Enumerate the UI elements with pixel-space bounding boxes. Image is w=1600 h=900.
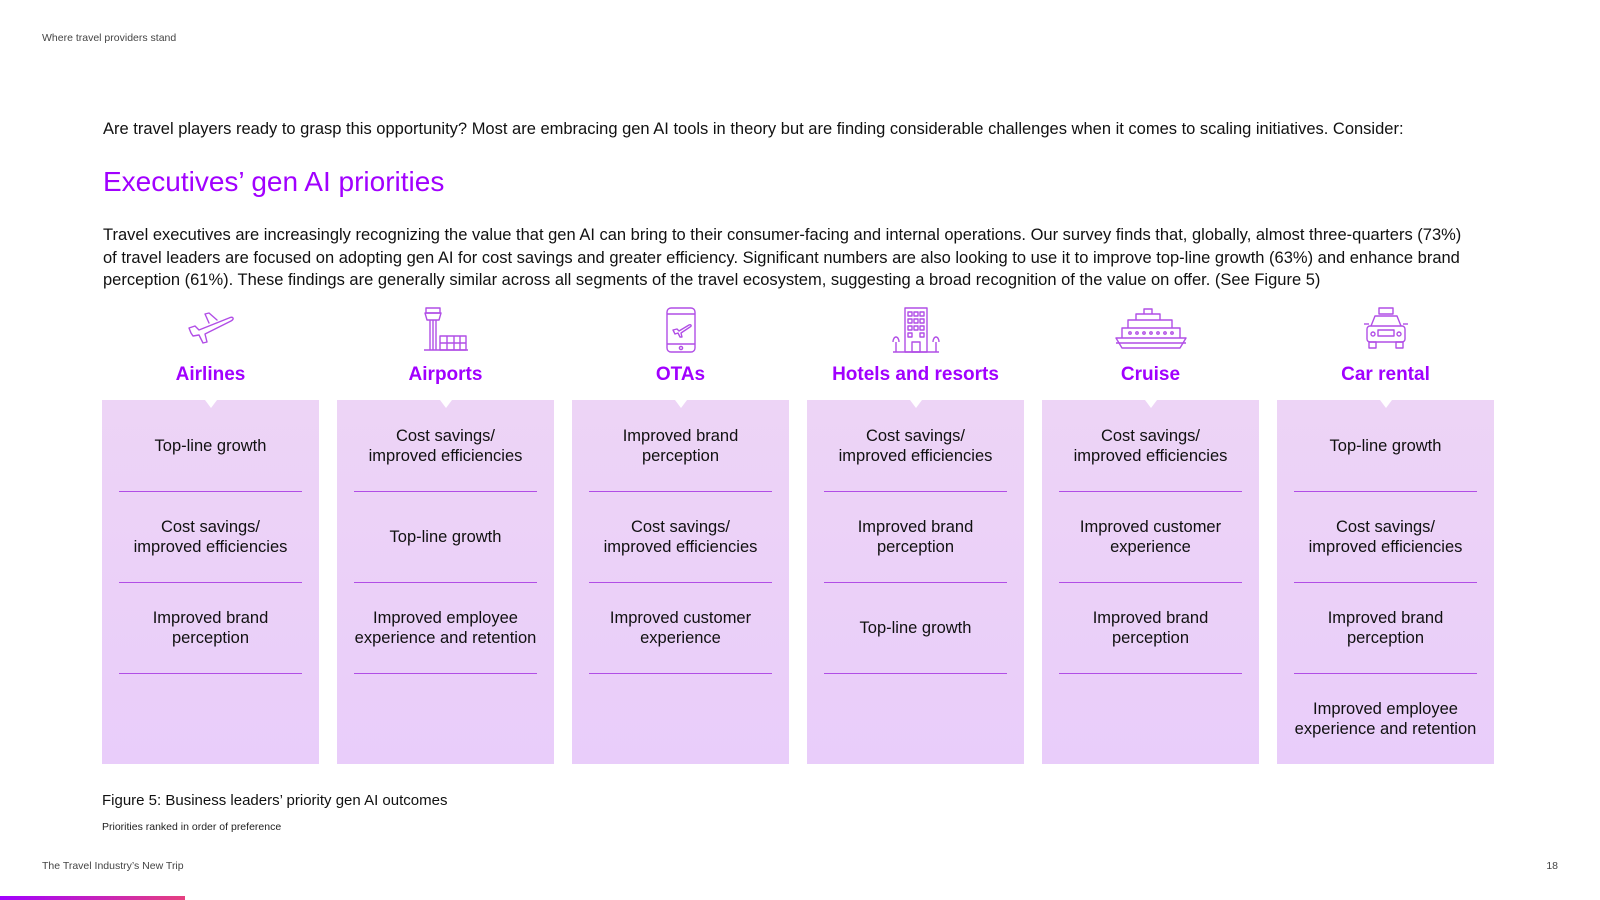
priority-item: Improved customer experience — [1079, 517, 1222, 556]
priority-item: Cost savings/ improved efficiencies — [838, 426, 993, 465]
priority-divider — [824, 582, 1007, 583]
priority-divider — [119, 491, 302, 492]
running-header: Where travel providers stand — [42, 32, 177, 44]
hotel-building-icon — [807, 306, 1024, 356]
segment-title: OTAs — [655, 364, 706, 385]
intro-paragraph: Are travel players ready to grasp this o… — [103, 120, 1404, 138]
priority-item: Top-line growth — [389, 527, 502, 546]
priority-item: Cost savings/ improved efficiencies — [368, 426, 523, 465]
priority-divider — [1059, 582, 1242, 583]
figure-note: Priorities ranked in order of preference — [102, 821, 282, 833]
priority-item: Cost savings/ improved efficiencies — [1073, 426, 1228, 465]
priority-item: Cost savings/ improved efficiencies — [133, 517, 288, 556]
segment-title: Cruise — [1120, 364, 1181, 385]
page-number: 18 — [1546, 860, 1558, 872]
footer-accent-bar — [0, 896, 185, 900]
figure-caption: Figure 5: Business leaders’ priority gen… — [102, 792, 448, 809]
priority-divider — [589, 582, 772, 583]
priority-divider — [119, 582, 302, 583]
car-icon — [1277, 306, 1494, 356]
priority-divider — [354, 491, 537, 492]
cruise-ship-icon — [1042, 306, 1259, 356]
priority-divider — [119, 673, 302, 674]
section-title: Executives’ gen AI priorities — [103, 166, 445, 197]
priority-divider — [1294, 673, 1477, 674]
priority-item: Top-line growth — [1329, 436, 1442, 455]
priority-item: Cost savings/ improved efficiencies — [1308, 517, 1463, 556]
priority-divider — [1059, 673, 1242, 674]
body-paragraph: Travel executives are increasingly recog… — [103, 226, 1462, 289]
priority-divider — [824, 491, 1007, 492]
priority-divider — [824, 673, 1007, 674]
priority-divider — [354, 673, 537, 674]
priority-item: Improved customer experience — [609, 608, 752, 647]
priority-item: Cost savings/ improved efficiencies — [603, 517, 758, 556]
segment-title: Airports — [408, 364, 483, 385]
priority-item: Top-line growth — [859, 618, 972, 637]
segment-title: Car rental — [1341, 364, 1430, 385]
priority-item: Improved employee experience and retenti… — [354, 608, 537, 647]
priority-item: Improved employee experience and retenti… — [1294, 699, 1477, 738]
segment-title: Airlines — [175, 364, 246, 385]
airplane-icon — [102, 306, 319, 356]
segment-title: Hotels and resorts — [832, 364, 999, 385]
priority-item: Improved brand perception — [857, 517, 974, 556]
priority-item: Improved brand perception — [1092, 608, 1209, 647]
priority-divider — [354, 582, 537, 583]
priority-divider — [1294, 582, 1477, 583]
priority-item: Improved brand perception — [152, 608, 269, 647]
smartphone-booking-icon — [572, 306, 789, 356]
priority-divider — [1294, 491, 1477, 492]
priority-item: Improved brand perception — [622, 426, 739, 465]
priority-divider — [589, 491, 772, 492]
priority-item: Top-line growth — [154, 436, 267, 455]
airport-tower-icon — [337, 306, 554, 356]
priority-divider — [1059, 491, 1242, 492]
footer-title: The Travel Industry’s New Trip — [42, 860, 184, 872]
priority-item: Improved brand perception — [1327, 608, 1444, 647]
priority-divider — [589, 673, 772, 674]
